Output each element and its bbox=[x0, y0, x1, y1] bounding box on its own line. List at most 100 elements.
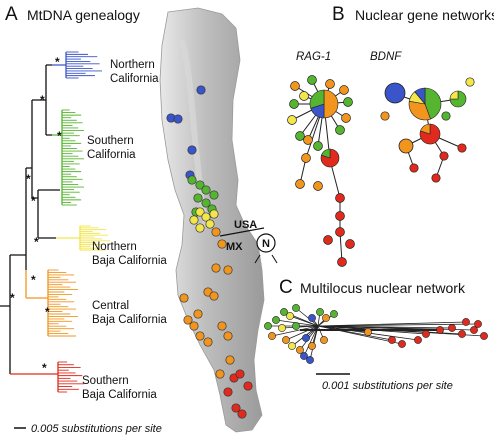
mtdna-scale-label: 0.005 substitutions per site bbox=[31, 423, 162, 435]
bdnf-node bbox=[384, 82, 406, 104]
panel-a-title: MtDNA genealogy bbox=[27, 7, 140, 23]
sample-dot bbox=[217, 321, 227, 331]
sbaja-stem bbox=[10, 362, 59, 392]
network-node bbox=[330, 310, 338, 318]
north-arrow-letter: N bbox=[262, 238, 270, 250]
clade-label-southern-california-1: Southern bbox=[87, 135, 134, 147]
haplotype-node bbox=[299, 91, 309, 101]
network-edge bbox=[281, 325, 319, 329]
haplotype-node bbox=[335, 193, 345, 203]
sample-locations bbox=[166, 85, 253, 419]
sample-dot bbox=[211, 227, 221, 237]
mtdna-tree bbox=[0, 51, 110, 393]
haplotype-node bbox=[339, 85, 349, 95]
bdnf-hub-slice bbox=[424, 87, 442, 120]
network-node bbox=[272, 316, 280, 324]
baja-california-map: USA MX N bbox=[159, 7, 278, 433]
haplotype-node bbox=[380, 111, 390, 121]
haplotype-node bbox=[287, 115, 297, 125]
network-node bbox=[286, 312, 294, 320]
gene-label-bdnf: BDNF bbox=[370, 51, 402, 63]
sample-dot bbox=[237, 409, 247, 419]
network-edge bbox=[339, 231, 343, 263]
sample-dot bbox=[195, 331, 205, 341]
network-node bbox=[474, 320, 482, 328]
nbaja-stem bbox=[56, 226, 81, 250]
network-edge bbox=[289, 315, 319, 327]
rag1-hub-slice bbox=[323, 89, 339, 119]
network-node bbox=[422, 330, 430, 338]
bdnf-node-slice bbox=[449, 90, 467, 108]
sample-dot bbox=[183, 315, 193, 325]
cbaja-stem bbox=[25, 270, 49, 336]
network-node bbox=[364, 328, 372, 336]
haplotype-node bbox=[457, 143, 467, 153]
haplotype-node bbox=[345, 239, 355, 249]
network-node bbox=[414, 336, 422, 344]
sample-dot bbox=[243, 381, 253, 391]
sample-dot bbox=[193, 193, 203, 203]
clade-label-southern-baja-1: Southern bbox=[82, 375, 129, 387]
network-node bbox=[308, 314, 316, 322]
network-node bbox=[306, 356, 314, 364]
haplotype-node bbox=[441, 111, 451, 121]
clade-label-northern-baja-1: Northern bbox=[92, 241, 137, 253]
network-node bbox=[300, 352, 308, 360]
haplotype-node bbox=[323, 235, 333, 245]
network-node bbox=[316, 308, 324, 316]
network-node bbox=[268, 332, 276, 340]
sample-dot bbox=[231, 403, 241, 413]
support-star: * bbox=[31, 194, 36, 208]
sample-dot bbox=[223, 331, 233, 341]
network-node bbox=[398, 340, 406, 348]
haplotype-node bbox=[465, 77, 475, 87]
haplotype-node bbox=[341, 113, 351, 123]
clade-label-northern-california-1: Northern bbox=[110, 59, 155, 71]
sample-dot bbox=[195, 207, 205, 217]
network-node bbox=[462, 318, 470, 326]
sample-dot bbox=[195, 180, 205, 190]
sample-dot bbox=[223, 387, 233, 397]
haplotype-node bbox=[313, 181, 323, 191]
rag1-node-slice bbox=[321, 148, 331, 159]
us-mexico-border bbox=[219, 227, 265, 237]
country-label-usa: USA bbox=[234, 219, 257, 231]
haplotype-node bbox=[303, 135, 313, 145]
network-edge bbox=[295, 307, 319, 327]
haplotype-node bbox=[295, 131, 305, 141]
bdnf-hub-slice bbox=[408, 100, 431, 121]
clade-label-northern-baja-2: Baja California bbox=[92, 255, 167, 267]
panel-b-letter: B bbox=[332, 4, 345, 25]
network-edge bbox=[317, 321, 467, 327]
support-star: * bbox=[57, 129, 62, 143]
network-node bbox=[470, 326, 478, 334]
haplotype-node bbox=[439, 151, 449, 161]
network-node bbox=[388, 336, 396, 344]
network-node bbox=[282, 336, 290, 344]
sample-dot bbox=[225, 355, 235, 365]
sample-dot bbox=[209, 291, 219, 301]
clade-label-central-baja-1: Central bbox=[92, 300, 129, 312]
support-star: * bbox=[40, 93, 45, 107]
bdnf-hub-slice bbox=[414, 87, 426, 105]
network-node bbox=[280, 308, 288, 316]
sample-dot bbox=[201, 212, 211, 222]
bdnf-node-slice bbox=[449, 90, 459, 100]
clade-label-southern-california-2: California bbox=[87, 149, 136, 161]
multilocus-scale-label: 0.001 substitutions per site bbox=[322, 380, 453, 392]
haplotype-node bbox=[307, 75, 317, 85]
haplotype-node bbox=[335, 227, 345, 237]
sample-dot bbox=[201, 198, 211, 208]
support-star: * bbox=[34, 235, 39, 249]
sample-dot bbox=[203, 337, 213, 347]
haplotype-node bbox=[337, 257, 347, 267]
haplotype-node bbox=[301, 153, 311, 163]
support-star: * bbox=[42, 361, 47, 375]
sample-dot bbox=[173, 114, 183, 124]
network-node bbox=[322, 314, 330, 322]
panel-b-title: Nuclear gene networks bbox=[355, 7, 494, 23]
network-node bbox=[302, 334, 310, 342]
sample-dot bbox=[179, 293, 189, 303]
